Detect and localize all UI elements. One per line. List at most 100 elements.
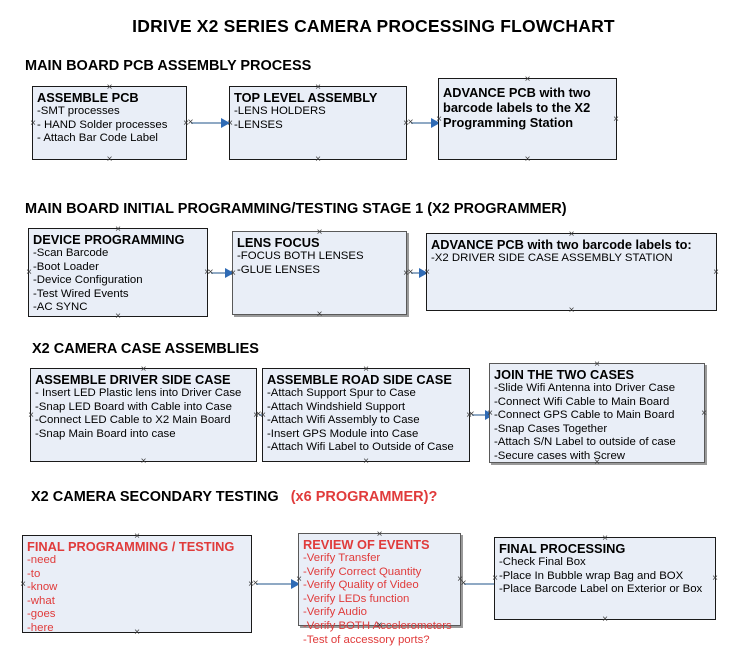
node-line-overflow: -Test of accessory ports? — [303, 633, 430, 646]
page-title: IDRIVE X2 SERIES CAMERA PROCESSING FLOWC… — [132, 16, 615, 36]
node-lens-focus[interactable]: LENS FOCUS -FOCUS BOTH LENSES -GLUE LENS… — [230, 227, 409, 319]
connector-handle-start[interactable]: × — [407, 117, 414, 128]
connector-handle-start[interactable]: × — [468, 409, 475, 420]
node-assemble-pcb[interactable]: ASSEMBLE PCB -SMT processes - HAND Solde… — [30, 82, 189, 164]
node-line: -know — [27, 581, 58, 594]
node-line: -Attach Wifi Assembly to Case — [267, 414, 420, 427]
section-header-x2-camera-case-assemblies: X2 CAMERA CASE ASSEMBLIES — [32, 341, 259, 357]
node-top-level-assembly[interactable]: TOP LEVEL ASSEMBLY -LENS HOLDERS -LENSES… — [227, 82, 409, 164]
node-line: -Attach S/N Label to outside of case — [494, 436, 676, 449]
node-title: TOP LEVEL ASSEMBLY — [234, 90, 378, 105]
node-line: -Place In Bubble wrap Bag and BOX — [499, 569, 684, 582]
node-line: -SMT processes — [37, 105, 120, 117]
node-title: FINAL PROCESSING — [499, 541, 626, 556]
connector-assemble-pcb-to-top-level-assembly[interactable]: × — [188, 118, 230, 128]
node-title: ASSEMBLE ROAD SIDE CASE — [267, 372, 452, 387]
node-assemble-driver-side-case[interactable]: ASSEMBLE DRIVER SIDE CASE - Insert LED P… — [28, 364, 259, 466]
resize-handle-bottom[interactable]: × — [316, 308, 323, 320]
connector-top-level-assembly-to-advance-pcb[interactable]: × — [408, 118, 440, 128]
connector-handle-start[interactable]: × — [187, 117, 194, 128]
resize-handle-right[interactable]: × — [613, 113, 619, 125]
node-title: ADVANCE PCB with two barcode labels to: — [431, 237, 692, 252]
node-line: -Verify BOTH Accelerometers — [303, 619, 452, 632]
node-line: -Verify Correct Quantity — [303, 565, 422, 578]
node-line: -LENS HOLDERS — [234, 105, 326, 117]
resize-handle-top[interactable]: × — [524, 73, 531, 85]
node-line: -Connect GPS Cable to Main Board — [494, 409, 675, 422]
node-line: -Connect LED Cable to X2 Main Board — [35, 414, 231, 427]
resize-handle-right[interactable]: × — [701, 407, 707, 419]
node-line: -Slide Wifi Antenna into Driver Case — [494, 382, 676, 394]
node-line: -need — [27, 554, 57, 566]
arrow-head-icon — [221, 118, 230, 128]
connector-handle-start[interactable]: × — [407, 267, 414, 278]
node-title: JOIN THE TWO CASES — [494, 367, 635, 382]
connector-handle-start[interactable]: × — [255, 409, 262, 420]
node-title: REVIEW OF EVENTS — [303, 537, 430, 552]
arrow-head-icon — [419, 268, 428, 278]
resize-handle-bottom[interactable]: × — [524, 153, 531, 165]
connector-handle-start[interactable]: × — [207, 267, 214, 278]
node-line: -what — [27, 594, 55, 607]
node-advance-pcb-to-x2-programming-station[interactable]: ADVANCE PCB with two barcode labels to t… — [436, 73, 619, 164]
node-line: -GLUE LENSES — [237, 263, 320, 276]
resize-handle-right[interactable]: × — [713, 266, 719, 278]
resize-handle-bottom[interactable]: × — [602, 613, 608, 625]
node-line: -Verify Audio — [303, 606, 367, 619]
node-line: -Secure cases with Screw — [494, 449, 626, 462]
node-advance-pcb-to-driver-side-case-assembly[interactable]: ADVANCE PCB with two barcode labels to: … — [424, 229, 719, 315]
resize-handle-bottom[interactable]: × — [568, 304, 575, 316]
node-title: DEVICE PROGRAMMING — [33, 232, 185, 247]
node-line: -Check Final Box — [499, 556, 586, 568]
node-assemble-road-side-case[interactable]: ASSEMBLE ROAD SIDE CASE -Attach Support … — [260, 364, 472, 466]
node-line: -goes — [27, 608, 56, 621]
node-title: FINAL PROGRAMMING / TESTING — [27, 539, 235, 554]
connector-final-programming-to-review-of-events[interactable]: × — [253, 579, 300, 589]
section-header-main-board-pcb-assembly-process: MAIN BOARD PCB ASSEMBLY PROCESS — [25, 58, 311, 74]
node-line: -LENSES — [234, 118, 283, 131]
node-line: -Verify Transfer — [303, 552, 381, 564]
node-line: -Snap Main Board into case — [35, 427, 176, 440]
arrow-head-icon — [291, 579, 300, 589]
node-line: -Place Barcode Label on Exterior or Box — [499, 583, 703, 596]
node-line: -Verify Quality of Video — [303, 579, 419, 592]
node-line: - Insert LED Plastic lens into Driver Ca… — [35, 387, 242, 399]
section-header-text: X2 CAMERA CASE ASSEMBLIES — [32, 341, 259, 357]
node-join-the-two-cases[interactable]: JOIN THE TWO CASES -Slide Wifi Antenna i… — [487, 359, 707, 467]
node-line: - Attach Bar Code Label — [37, 132, 158, 145]
node-line: -X2 DRIVER SIDE CASE ASSEMBLY STATION — [431, 252, 673, 264]
node-line: -Attach Support Spur to Case — [267, 387, 416, 399]
node-line: -Device Configuration — [33, 274, 143, 287]
node-final-programming-testing[interactable]: FINAL PROGRAMMING / TESTING -need -to -k… — [20, 531, 254, 637]
section-header-main-board-initial-programming: MAIN BOARD INITIAL PROGRAMMING/TESTING S… — [25, 201, 567, 217]
node-line: -Attach Wifi Label to Outside of Case — [267, 441, 454, 454]
connector-handle-start[interactable]: × — [252, 578, 259, 589]
node-line: -Snap LED Board with Cable into Case — [35, 400, 232, 413]
node-review-of-events[interactable]: REVIEW OF EVENTS -Verify Transfer -Verif… — [296, 529, 463, 646]
connector-device-programming-to-lens-focus[interactable]: × — [208, 268, 234, 278]
section-header-text: MAIN BOARD PCB ASSEMBLY PROCESS — [25, 58, 312, 74]
node-line: - HAND Solder processes — [37, 118, 168, 131]
node-line: -Scan Barcode — [33, 247, 109, 259]
node-line: -Snap Cases Together — [494, 422, 608, 435]
node-title: ASSEMBLE DRIVER SIDE CASE — [35, 372, 231, 387]
node-line: -AC SYNC — [33, 301, 88, 314]
section-header-x2-camera-secondary-testing: X2 CAMERA SECONDARY TESTING (x6 PROGRAMM… — [31, 489, 437, 505]
arrow-head-icon — [225, 268, 234, 278]
node-line: -FOCUS BOTH LENSES — [237, 250, 364, 262]
resize-handle-bottom[interactable]: × — [140, 455, 147, 467]
node-line: -Test Wired Events — [33, 287, 129, 300]
node-device-programming[interactable]: DEVICE PROGRAMMING -Scan Barcode -Boot L… — [26, 224, 210, 321]
node-line: -to — [27, 567, 41, 580]
resize-handle-bottom[interactable]: × — [106, 153, 113, 165]
resize-handle-right[interactable]: × — [712, 573, 718, 584]
node-line: -Attach Windshield Support — [267, 400, 406, 413]
node-title: LENS FOCUS — [237, 235, 320, 250]
resize-handle-bottom[interactable]: × — [363, 455, 369, 467]
resize-handle-bottom[interactable]: × — [315, 153, 321, 165]
connector-lens-focus-to-advance-pcb[interactable]: × — [408, 268, 428, 278]
node-final-processing[interactable]: FINAL PROCESSING -Check Final Box -Place… — [492, 533, 718, 624]
connector-handle-start[interactable]: × — [460, 578, 467, 589]
section-header-accent: (x6 PROGRAMMER)? — [290, 489, 438, 505]
